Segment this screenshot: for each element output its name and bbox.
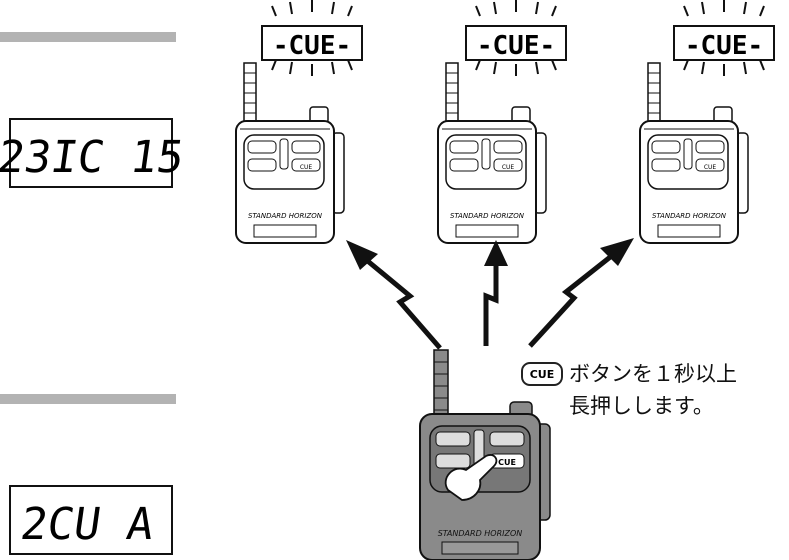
lcd-top-text: 23IC 15 — [0, 132, 187, 183]
cue-button-icon: CUE — [521, 362, 563, 386]
cue-flash-text-3: -CUE- — [685, 31, 763, 61]
cue-flash-display-3: -CUE- — [673, 0, 775, 77]
transmitter-brand: STANDARD HORIZON — [438, 529, 523, 538]
lcd-display-bottom: 2CU A — [9, 485, 173, 555]
cue-flash-display-2: -CUE- — [465, 0, 567, 77]
signal-arrow-right — [528, 238, 634, 348]
receiver-radio-2: CUE STANDARD HORIZON — [437, 62, 547, 244]
receiver-radio-1: CUE STANDARD HORIZON — [235, 62, 345, 244]
radio-2-brand: STANDARD HORIZON — [450, 212, 525, 220]
instruction-line-2: 長押しします。 — [569, 394, 714, 418]
radio-3-brand: STANDARD HORIZON — [652, 212, 727, 220]
lcd-bottom-text: 2CU A — [17, 499, 157, 550]
pressing-hand-icon — [444, 454, 498, 501]
lcd-display-top: 23IC 15 — [0, 118, 187, 188]
instruction-line-1: ボタンを１秒以上 — [569, 362, 737, 386]
signal-arrow-left — [346, 240, 442, 350]
cue-flash-text-2: -CUE- — [477, 31, 555, 61]
signal-arrow-center — [483, 240, 508, 346]
transmitter-radio: CUE STANDARD HORIZON — [419, 349, 551, 560]
transmitter-cue-label: CUE — [498, 458, 516, 467]
receiver-radio-3: CUE STANDARD HORIZON — [639, 62, 749, 244]
radio-1-brand: STANDARD HORIZON — [248, 212, 323, 220]
radio-2-cue-label: CUE — [502, 164, 515, 171]
radio-3-cue-label: CUE — [704, 164, 717, 171]
cue-flash-display-1: -CUE- — [261, 0, 363, 77]
radio-1-cue-label: CUE — [300, 164, 313, 171]
section-bar-bottom — [0, 394, 176, 404]
cue-flash-text-1: -CUE- — [273, 31, 351, 61]
section-bar-top — [0, 32, 176, 42]
